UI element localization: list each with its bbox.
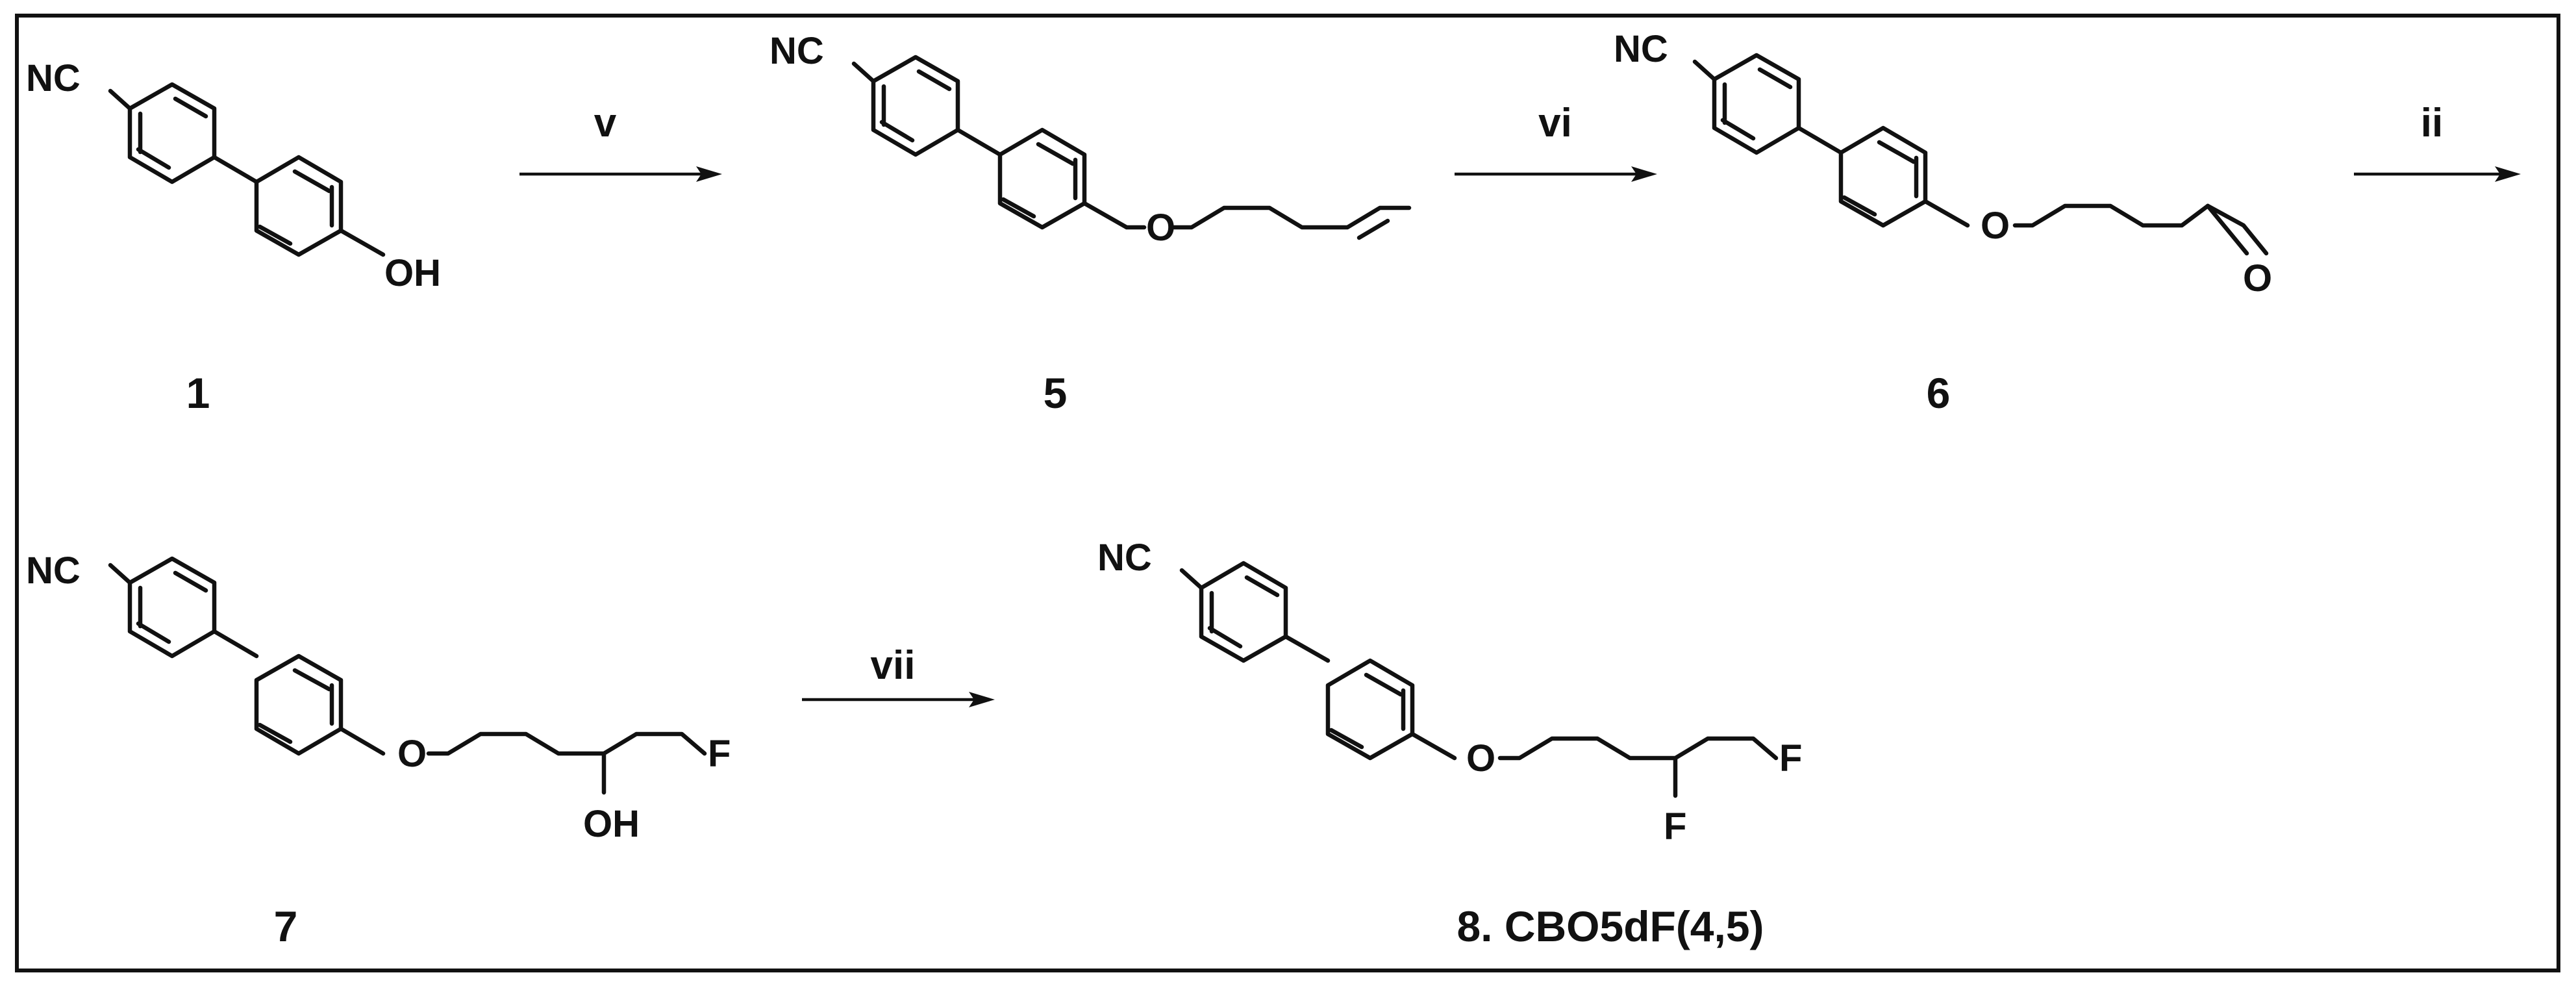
reaction-arrow-vi: vi: [1455, 101, 1657, 182]
compound-6-cn-bond: [1692, 59, 1717, 82]
reaction-arrow-ii: ii: [2354, 101, 2521, 182]
reaction-arrow-vii: vii: [802, 643, 995, 707]
compound-6-epoxide-o-label: O: [2243, 257, 2272, 299]
compound-8-alkyl-chain: [1497, 736, 1779, 761]
compound-7-ring-b: [254, 653, 344, 756]
compound-8-structure: NC O F F: [1097, 537, 1802, 848]
reagent-label-ii: ii: [2421, 101, 2443, 146]
compound-7-biaryl-bond: [212, 629, 259, 659]
compound-6-biaryl-bond: [1796, 125, 1844, 155]
compound-5-terminal-alkene: [1357, 218, 1390, 240]
compound-8-id: 8. CBO5dF(4,5): [1457, 902, 1764, 950]
compound-1-oh-bond: [338, 228, 386, 257]
compound-7-id: 7: [274, 902, 298, 950]
compound-5-pentenyloxy-chain: [1082, 201, 1147, 230]
compound-1-cn-bond: [108, 88, 132, 111]
compound-1-ring-a: [127, 82, 217, 184]
compound-7-ether-o-label: O: [397, 733, 427, 775]
compound-1-hydroxyl-label: OH: [384, 252, 441, 294]
compound-5-id: 5: [1044, 369, 1068, 417]
compound-6-id: 6: [1927, 369, 1951, 417]
compound-5-ether-o-label: O: [1146, 207, 1175, 249]
compound-6-nitrile-label: NC: [1614, 28, 1668, 70]
compound-1-nitrile-label: NC: [26, 57, 81, 99]
compound-1-ring-b: [254, 155, 344, 257]
compound-8-secondary-fluoro-label: F: [1664, 805, 1686, 848]
compound-7-nitrile-label: NC: [26, 550, 81, 592]
compound-7-ring-a: [127, 556, 217, 659]
compound-5-alkyl-chain: [1171, 205, 1412, 230]
scheme-frame: [15, 14, 2560, 972]
compound-5-cn-bond: [851, 61, 876, 84]
compound-5-ring-b: [997, 127, 1087, 230]
compound-8-cn-bond: [1179, 568, 1204, 590]
compound-6-ether-o-label: O: [1981, 205, 2010, 247]
compound-8-nitrile-label: NC: [1097, 537, 1152, 579]
compound-7-cn-bond: [108, 563, 132, 585]
compound-8-biaryl-bond: [1283, 634, 1331, 663]
compound-1-structure: NC OH: [26, 57, 441, 294]
compound-1-biaryl-bond: [212, 155, 259, 184]
compound-5-biaryl-bond: [955, 127, 1003, 157]
compound-6-structure: NC O O: [1614, 28, 2272, 299]
reagent-label-vi: vi: [1538, 101, 1572, 146]
reagent-label-vii: vii: [871, 643, 916, 688]
compound-7-structure: NC O F OH: [26, 550, 731, 845]
compound-5-ring-a: [871, 55, 960, 157]
reaction-arrow-v: v: [519, 101, 722, 182]
compound-6-ring-a: [1712, 53, 1801, 155]
compound-6-epoxide-ring: [2205, 203, 2269, 256]
compound-6-ring-b: [1838, 125, 1928, 228]
reagent-label-v: v: [594, 101, 617, 146]
compound-7-alkyl-chain: [426, 731, 707, 756]
compound-7-fluoro-label: F: [708, 733, 731, 775]
compound-5-nitrile-label: NC: [769, 30, 824, 72]
compound-8-terminal-fluoro-label: F: [1779, 737, 1802, 779]
compound-8-ring-a: [1199, 561, 1288, 663]
compound-1-id: 1: [186, 369, 210, 417]
compound-5-structure: NC O: [769, 30, 1412, 249]
compound-7-hydroxyl-label: OH: [583, 803, 640, 845]
compound-6-alkyl-chain: [2012, 203, 2210, 228]
compound-8-ring-b: [1325, 658, 1415, 761]
compound-8-ether-o-label: O: [1466, 737, 1495, 779]
